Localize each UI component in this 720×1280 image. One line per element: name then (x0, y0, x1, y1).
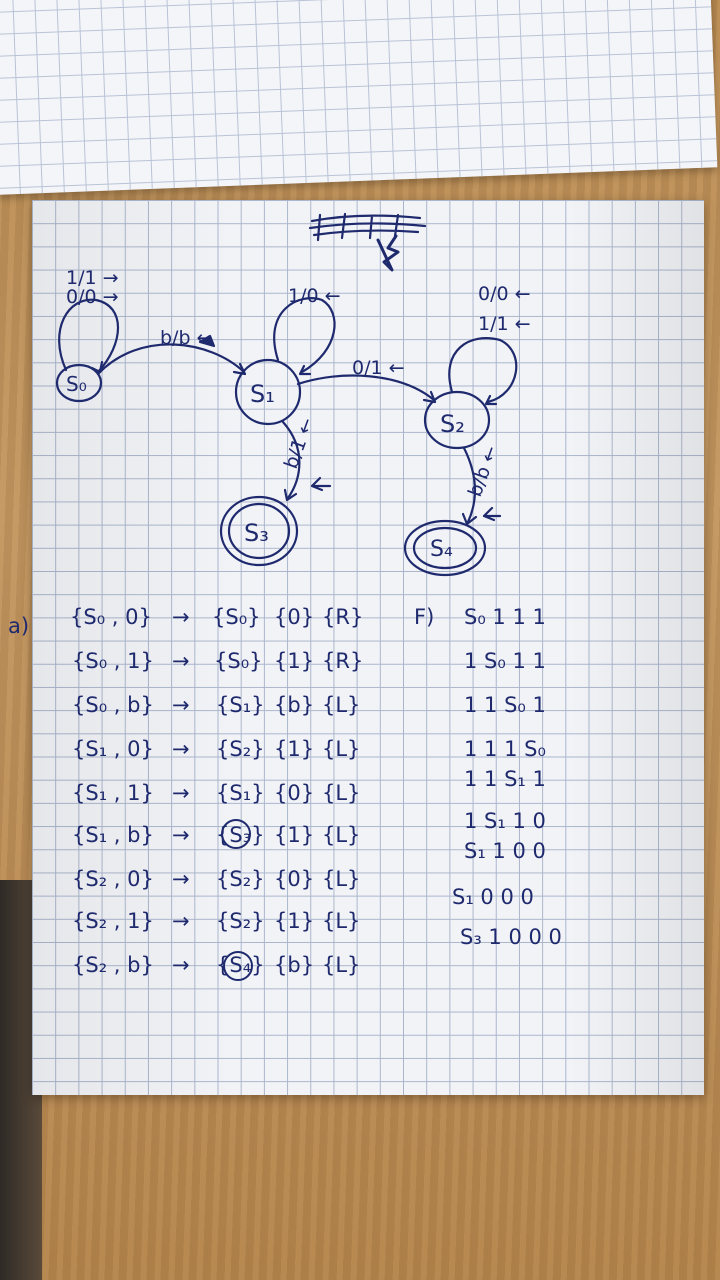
state-s0-circle (55, 363, 103, 403)
edge-s2-s4 (462, 446, 477, 524)
row-7-next: {S₂} (216, 867, 264, 891)
row-3-write: {b} (274, 693, 314, 717)
row-9-input: {S₂ , b} (72, 953, 154, 977)
row-1-arrow: → (172, 605, 190, 629)
row-8-move: {L} (322, 909, 360, 933)
edge-s0-loop-label-2: 0/0 → (66, 286, 119, 308)
trace-line-2: 1 S₀ 1 1 (464, 649, 546, 673)
row-6-move: {L} (322, 823, 360, 847)
row-9-final-mark (223, 951, 253, 981)
trace-line-8: S₁ 0 0 0 (452, 885, 534, 909)
row-1-input: {S₀ , 0} (70, 605, 152, 629)
row-9-arrow: → (172, 953, 190, 977)
edge-labels: 1/1 → 0/0 → b/b ← 1/0 ← 0/1 ← 0/0 ← 1/1 … (66, 267, 531, 500)
row-4-move: {L} (322, 737, 360, 761)
row-8-arrow: → (172, 909, 190, 933)
row-5-input: {S₁ , 1} (72, 781, 154, 805)
edge-s2-loop-label-2: 1/1 ← (478, 313, 531, 335)
row-8-write: {1} (274, 909, 314, 933)
s1-self-loop (273, 297, 336, 374)
trace-line-9: S₃ 1 0 0 0 (460, 925, 562, 949)
row-3-arrow: → (172, 693, 190, 717)
s2-self-loop (448, 337, 518, 404)
part-f-label: F) (414, 605, 434, 629)
edge-s1-s2 (296, 374, 436, 402)
part-a-label: a) (8, 614, 29, 638)
row-9-write: {b} (274, 953, 314, 977)
row-6-arrow: → (172, 823, 190, 847)
row-7-write: {0} (274, 867, 314, 891)
row-1-move: {R} (322, 605, 363, 629)
scribbled-heading (308, 212, 427, 272)
s0-self-loop (58, 298, 119, 374)
row-7-move: {L} (322, 867, 360, 891)
row-8-next: {S₂} (216, 909, 264, 933)
row-2-write: {1} (274, 649, 314, 673)
row-4-input: {S₁ , 0} (72, 737, 154, 761)
state-s3-outer-circle (219, 495, 299, 567)
row-5-next: {S₁} (216, 781, 264, 805)
trace-line-1: S₀ 1 1 1 (464, 605, 546, 629)
row-1-next: {S₀} (212, 605, 260, 629)
edge-s1-loop-label: 1/0 ← (288, 285, 341, 307)
trace-line-5: 1 1 S₁ 1 (464, 767, 546, 791)
row-5-arrow: → (172, 781, 190, 805)
edge-s2-loop-label-1: 0/0 ← (478, 283, 531, 305)
row-2-next: {S₀} (214, 649, 262, 673)
row-4-write: {1} (274, 737, 314, 761)
state-s1-circle (234, 358, 302, 426)
row-4-next: {S₂} (216, 737, 264, 761)
state-labels: S₀ S₁ S₂ S₃ S₄ (66, 372, 465, 562)
row-8-input: {S₂ , 1} (72, 909, 154, 933)
trace-line-7: S₁ 1 0 0 (464, 839, 546, 863)
row-6-input: {S₁ , b} (72, 823, 154, 847)
state-s4-label: S₄ (430, 537, 453, 562)
row-3-move: {L} (322, 693, 360, 717)
row-3-input: {S₀ , b} (72, 693, 154, 717)
row-2-input: {S₀ , 1} (72, 649, 154, 673)
row-5-move: {L} (322, 781, 360, 805)
trace-column: F) S₀ 1 1 1 1 S₀ 1 1 1 1 S₀ 1 1 1 1 S₀ 1… (414, 605, 562, 949)
state-s4-outer-circle (403, 519, 487, 577)
row-2-arrow: → (172, 649, 190, 673)
edge-s1-s2-label: 0/1 ← (352, 357, 405, 379)
transition-table: a) {S₀ , 0} → {S₀} {0} {R} {S₀ , 1} → {S… (8, 605, 363, 977)
trace-line-4: 1 1 1 S₀ (464, 737, 546, 761)
row-6-write: {1} (274, 823, 314, 847)
state-s4-inner-circle (412, 526, 478, 570)
state-s1-label: S₁ (250, 380, 275, 408)
row-1-write: {0} (274, 605, 314, 629)
state-s0-label: S₀ (66, 372, 87, 396)
row-4-arrow: → (172, 737, 190, 761)
edge-s2-s4-label: b/b ← (464, 443, 503, 500)
grid-paper-sheet (32, 200, 704, 1095)
state-s3-label: S₃ (244, 519, 269, 547)
row-2-move: {R} (322, 649, 363, 673)
row-3-next: {S₁} (216, 693, 264, 717)
trace-line-6: 1 S₁ 1 0 (464, 809, 546, 833)
trace-line-3: 1 1 S₀ 1 (464, 693, 546, 717)
state-s2-label: S₂ (440, 410, 465, 438)
state-s3-inner-circle (227, 502, 291, 560)
edge-s0-s1 (96, 343, 246, 376)
row-6-final-mark (221, 819, 251, 849)
state-s2-circle (423, 390, 491, 450)
edge-s1-s3 (281, 420, 301, 500)
edge-s0-loop-label-1: 1/1 → (66, 267, 119, 289)
edge-s0-s1-label: b/b ← (160, 327, 212, 349)
row-7-arrow: → (172, 867, 190, 891)
row-9-move: {L} (322, 953, 360, 977)
edge-s1-s3-label: b/1 ← (280, 415, 319, 472)
row-7-input: {S₂ , 0} (72, 867, 154, 891)
row-5-write: {0} (274, 781, 314, 805)
